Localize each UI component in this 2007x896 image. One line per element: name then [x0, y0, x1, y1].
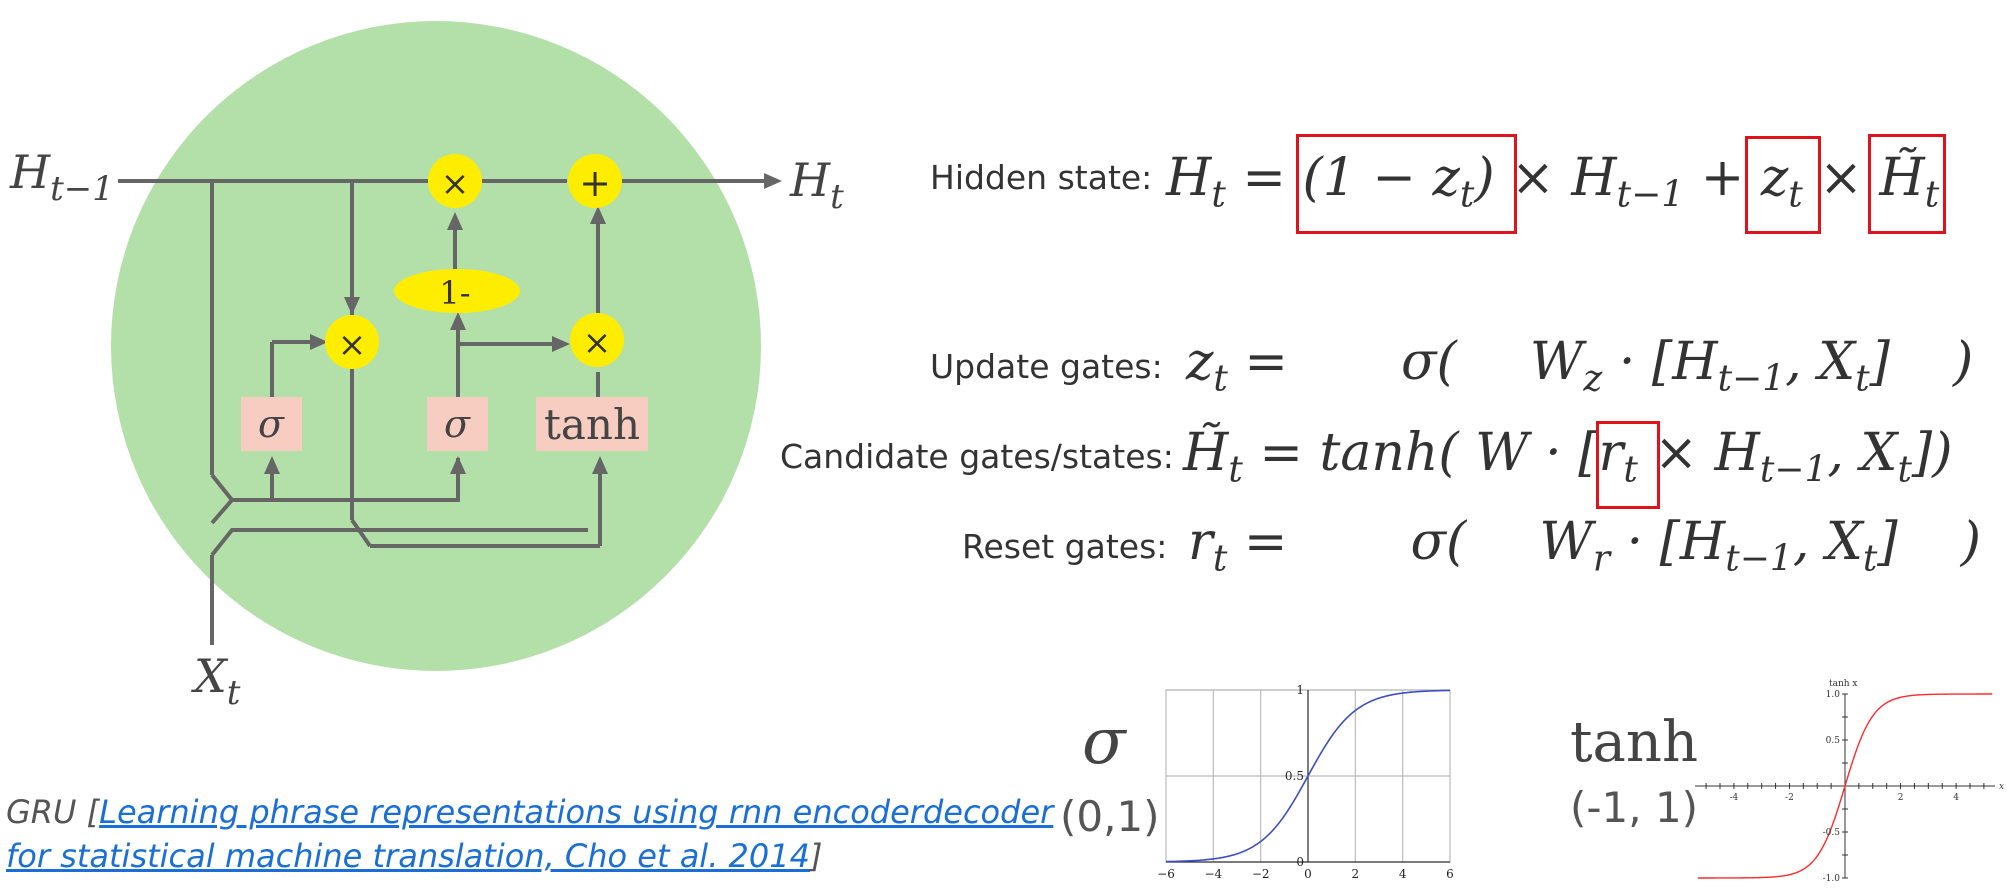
sigmoid-symbol: σ — [1082, 705, 1126, 779]
tanh-x-tick: 2 — [1898, 793, 1904, 803]
one-minus-node: 1- — [394, 269, 520, 313]
update-gates-label: Update gates: — [930, 347, 1163, 386]
sigmoid-x-tick: 6 — [1446, 867, 1454, 881]
tanh-x-axis-label: x — [1999, 782, 2004, 792]
tanh-x-tick: 4 — [1953, 793, 1959, 803]
sigma-box-reset: σ — [241, 397, 302, 451]
tanh-y-tick: 1.0 — [1826, 690, 1841, 700]
citation-link-line2[interactable]: for statistical machine translation, Cho… — [6, 837, 810, 875]
tanh-curve — [1697, 693, 1993, 879]
sigmoid-x-tick: 2 — [1352, 867, 1360, 881]
update-gates-equation: zt = σ( Wz · [Ht−1, Xt] ) — [1186, 332, 1974, 400]
tanh-x-tick: -2 — [1785, 793, 1794, 803]
gru-wires — [118, 179, 770, 645]
candidate-gates-equation: H̃t = tanh( W · [rt × Ht−1, Xt]) — [1183, 423, 1953, 491]
svg-text:tanh: tanh — [544, 400, 640, 449]
tanh-plot: -4 -2 2 4 1.0 0.5 -0.5 -1.0 tanh x x — [1695, 679, 2004, 884]
tanh-range: (-1, 1) — [1570, 783, 1699, 832]
svg-text:×: × — [441, 164, 470, 204]
sigmoid-x-tick: 4 — [1399, 867, 1407, 881]
tanh-x-tick: -4 — [1729, 793, 1738, 803]
multiply-node-right: × — [570, 313, 624, 367]
sigmoid-x-tick: −2 — [1252, 867, 1270, 881]
sigmoid-x-tick: −4 — [1204, 867, 1222, 881]
highlight-one-minus-z — [1296, 134, 1517, 234]
sigmoid-x-tick: 0 — [1304, 867, 1312, 881]
sigmoid-plot: −6 −4 −2 0 2 4 6 0 0.5 1 — [1157, 683, 1454, 881]
sigma-box-update: σ — [427, 397, 488, 451]
multiply-node-top: × — [428, 154, 482, 208]
sigmoid-y-tick: 0 — [1296, 855, 1304, 869]
add-node: + — [568, 154, 622, 208]
svg-text:×: × — [583, 323, 612, 363]
gru-cell-diagram: × + 1- × × σ σ tanh Ht−1 Ht Xt — [9, 21, 844, 713]
tanh-symbol: tanh — [1570, 710, 1699, 775]
tanh-y-tick: -1.0 — [1823, 874, 1841, 884]
multiply-node-left: × — [325, 315, 379, 369]
highlight-h-tilde — [1868, 134, 1946, 234]
tanh-y-tick: -0.5 — [1823, 828, 1841, 838]
candidate-gates-label: Candidate gates/states: — [780, 437, 1174, 476]
tanh-box: tanh — [536, 397, 648, 451]
gru-arrowheads — [264, 173, 782, 474]
reset-gates-equation: rt = σ( Wr · [Ht−1, Xt] ) — [1188, 512, 1982, 580]
highlight-z — [1745, 136, 1821, 234]
tanh-plot-title: tanh x — [1829, 679, 1858, 689]
svg-text:σ: σ — [444, 402, 471, 446]
sigmoid-curve — [1165, 689, 1451, 863]
svg-text:+: + — [579, 161, 611, 205]
x-input-label: Xt — [191, 649, 241, 713]
svg-text:1-: 1- — [439, 274, 470, 312]
highlight-r — [1596, 421, 1660, 509]
reset-gates-label: Reset gates: — [962, 527, 1168, 566]
sigmoid-x-tick: −6 — [1157, 867, 1175, 881]
tanh-y-tick: 0.5 — [1826, 736, 1841, 746]
svg-text:×: × — [338, 325, 367, 365]
citation: GRU [Learning phrase representations usi… — [6, 793, 1054, 875]
svg-text:σ: σ — [258, 402, 285, 446]
h-out-label: Ht — [789, 153, 844, 217]
hidden-state-equation: Ht = (1 − zt) × Ht−1 + zt × H̃t — [1166, 148, 1940, 216]
sigmoid-y-tick: 0.5 — [1285, 769, 1304, 783]
gru-cell-background — [111, 21, 761, 671]
citation-link[interactable]: Learning phrase representations using rn… — [99, 793, 1054, 831]
sigmoid-y-tick: 1 — [1296, 683, 1304, 697]
sigmoid-range: (0,1) — [1060, 792, 1160, 841]
h-prev-label: Ht−1 — [9, 145, 114, 209]
hidden-state-label: Hidden state: — [930, 158, 1153, 197]
